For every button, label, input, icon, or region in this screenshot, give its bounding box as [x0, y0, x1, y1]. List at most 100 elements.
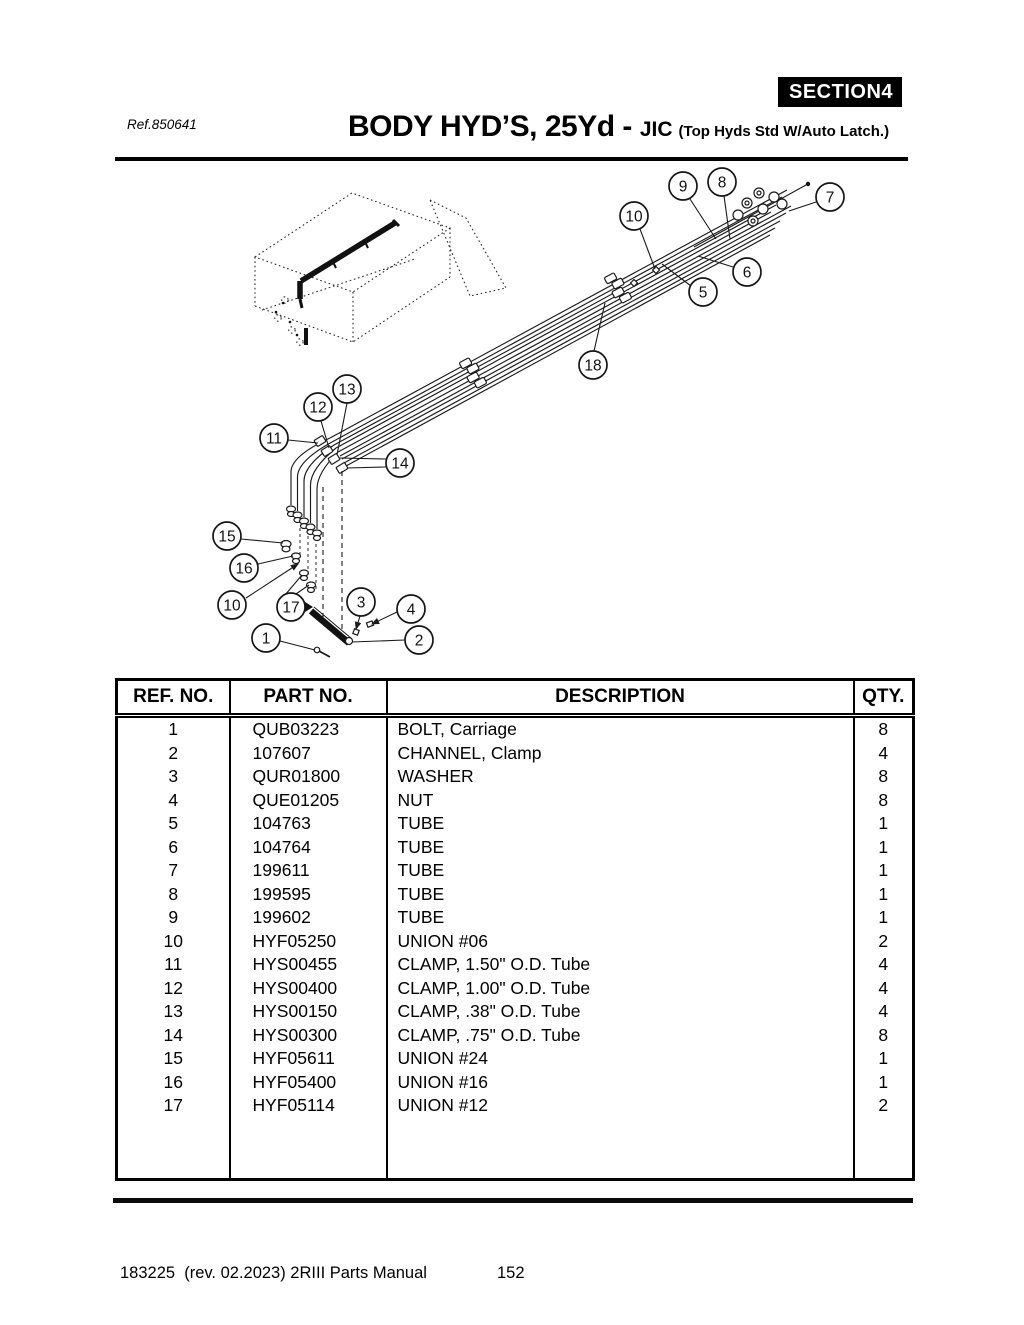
callout-15: 15	[212, 521, 242, 551]
cell-part-no: HYF05250	[229, 929, 388, 953]
cell-qty: 4	[878, 954, 889, 974]
cell-part-no: 107607	[229, 741, 388, 765]
cell-ref-no: 5	[116, 812, 231, 836]
cell-qty: 1	[878, 1071, 889, 1092]
page-title: BODY HYD’S, 25Yd - JIC (Top Hyds Std W/A…	[348, 110, 918, 144]
tube-end-fittings	[732, 187, 788, 227]
cell-part-no: HYF05400	[229, 1070, 388, 1094]
cell-ref-no: 12	[116, 976, 231, 1000]
cell-description: CLAMP, 1.50" O.D. Tube	[386, 953, 855, 977]
cell-ref-no: 11	[116, 953, 231, 977]
dump-body-outline	[253, 192, 507, 346]
cell-qty: 8	[878, 789, 889, 810]
cell-part-no: 199602	[229, 906, 388, 930]
svg-text:5: 5	[699, 285, 708, 302]
callout-2: 2	[404, 625, 434, 655]
section-badge: SECTION 4	[778, 77, 902, 107]
cell-qty: 4	[878, 977, 889, 998]
cell-part-no: HYS00400	[229, 976, 388, 1000]
svg-text:18: 18	[584, 358, 601, 375]
page-title-main: BODY HYD’S, 25Yd -	[348, 110, 632, 143]
svg-text:10: 10	[223, 598, 241, 615]
cell-description: TUBE	[386, 859, 855, 883]
svg-text:14: 14	[391, 456, 409, 473]
cell-part-no: HYS00300	[229, 1023, 388, 1047]
svg-text:11: 11	[266, 431, 282, 448]
cell-description: TUBE	[386, 906, 855, 930]
callout-1: 1	[251, 623, 281, 653]
cell-description: CLAMP, .75" O.D. Tube	[386, 1023, 855, 1047]
header-part-no: PART NO.	[229, 679, 388, 718]
cell-qty: 2	[878, 1095, 889, 1115]
cell-description: CLAMP, .38" O.D. Tube	[386, 1000, 855, 1024]
section-badge-number: 4	[881, 80, 894, 103]
bottom-divider	[113, 1198, 913, 1203]
cell-description: UNION #06	[386, 929, 855, 953]
cell-ref-no: 9	[116, 906, 231, 930]
callout-14: 14	[385, 448, 415, 478]
parts-diagram: 1 2 3 4 5 6 7 8 9 10 10 11 12 13 14	[212, 167, 845, 658]
cell-qty: 2	[878, 930, 889, 951]
footer-page-number: 152	[497, 1264, 525, 1282]
tube-bends	[280, 435, 349, 631]
cell-part-no: HYS00455	[229, 953, 388, 977]
callout-3: 3	[346, 587, 376, 617]
thin-tube	[693, 184, 807, 248]
svg-text:9: 9	[679, 179, 688, 196]
callout-10-bottom: 10	[217, 590, 247, 620]
cell-part-no: 199595	[229, 882, 388, 906]
callout-16: 16	[229, 553, 259, 583]
callout-10-top: 10	[619, 201, 649, 231]
header-ref-no: REF. NO.	[116, 679, 231, 718]
cell-description: UNION #12	[386, 1094, 855, 1118]
cell-description: UNION #24	[386, 1047, 855, 1071]
body-mounted-tube-bar	[297, 218, 401, 345]
tube-bundle	[329, 181, 811, 467]
svg-text:7: 7	[826, 190, 835, 207]
footer-document-info: 183225 (rev. 02.2023) 2RIII Parts Manual	[120, 1264, 427, 1282]
svg-text:15: 15	[218, 529, 235, 546]
cell-qty: 8	[878, 766, 889, 786]
cell-part-no: HYS00150	[229, 1000, 388, 1024]
callout-11: 11	[259, 423, 289, 453]
svg-text:3: 3	[357, 595, 366, 612]
cell-qty: 1	[878, 836, 889, 857]
clamp-cluster-lower	[459, 357, 487, 389]
cell-part-no: 199611	[229, 859, 388, 883]
callout-8: 8	[707, 167, 737, 197]
cell-qty: 4	[878, 742, 889, 763]
cell-part-no: QUB03223	[229, 715, 388, 742]
page-title-sub: JIC	[639, 118, 673, 141]
cell-qty: 1	[878, 860, 889, 880]
cell-ref-no: 15	[116, 1047, 231, 1071]
callout-leaders	[240, 195, 817, 651]
table-header-row: REF. NO. PART NO. DESCRIPTION QTY.	[116, 679, 914, 718]
cell-qty: 1	[878, 813, 889, 833]
section-badge-word: SECTION	[789, 80, 882, 103]
page-title-note: (Top Hyds Std W/Auto Latch.)	[678, 123, 890, 140]
cell-description: WASHER	[386, 765, 855, 789]
cell-ref-no: 14	[116, 1023, 231, 1047]
cell-ref-no: 1	[116, 715, 231, 742]
svg-text:8: 8	[718, 175, 727, 192]
washer	[352, 628, 360, 636]
cell-part-no: HYF05611	[229, 1047, 388, 1071]
callout-7: 7	[815, 182, 845, 212]
callout-13: 13	[332, 374, 362, 404]
callout-9: 9	[668, 171, 698, 201]
svg-text:16: 16	[235, 561, 252, 578]
cell-part-no: HYF05114	[229, 1094, 388, 1118]
cell-part-no: QUE01205	[229, 788, 388, 812]
cell-description: CLAMP, 1.00" O.D. Tube	[386, 976, 855, 1000]
cell-ref-no: 7	[116, 859, 231, 883]
